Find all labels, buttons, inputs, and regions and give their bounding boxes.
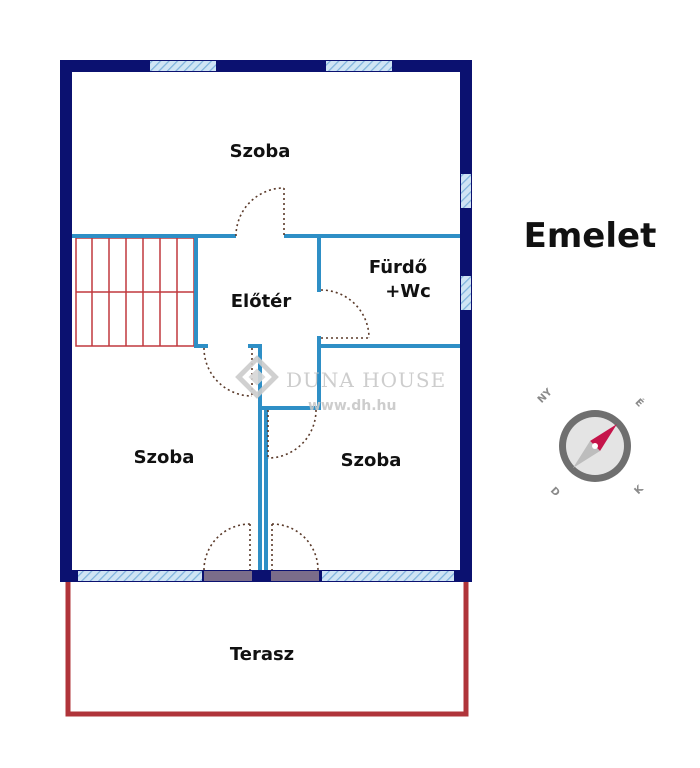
staircase [75,237,195,347]
window-bottom-right [322,571,454,581]
inner-walls [70,234,464,572]
watermark-name: DUNA HOUSE [286,368,446,392]
room-label-bath-line2: +Wc [385,281,431,302]
terrace-door-openings [204,571,319,581]
door-right-room [267,409,317,459]
watermark: DUNA HOUSE www.dh.hu [235,355,446,414]
compass-label-e: É [632,396,646,410]
room-label-hall: Előtér [231,291,292,312]
room-label-terrace: Terasz [230,644,294,665]
window-right-bath [461,276,471,310]
room-label-right: Szoba [341,450,402,471]
terrace-outline [65,580,469,717]
floor-title: Emelet [524,216,657,256]
room-label-top: Szoba [230,141,291,162]
door-terrace-left [203,523,251,571]
door-left-room [203,347,253,397]
compass-label-d: D [548,485,562,499]
door-top-room [235,187,285,237]
room-label-bath-line1: Fürdő [369,257,427,278]
window-top-right [326,61,392,71]
compass: NY É D K [536,386,647,499]
watermark-logo [235,355,279,399]
compass-label-k: K [633,483,647,497]
compass-needle [573,424,617,468]
windows [78,61,471,581]
watermark-url: www.dh.hu [308,398,396,414]
door-terrace-right [271,523,319,571]
compass-label-ny: NY [536,386,555,405]
window-top-left [150,61,216,71]
window-right-upper [461,174,471,208]
window-bottom-left [78,571,202,581]
room-label-left: Szoba [134,447,195,468]
door-bathroom [320,289,370,339]
